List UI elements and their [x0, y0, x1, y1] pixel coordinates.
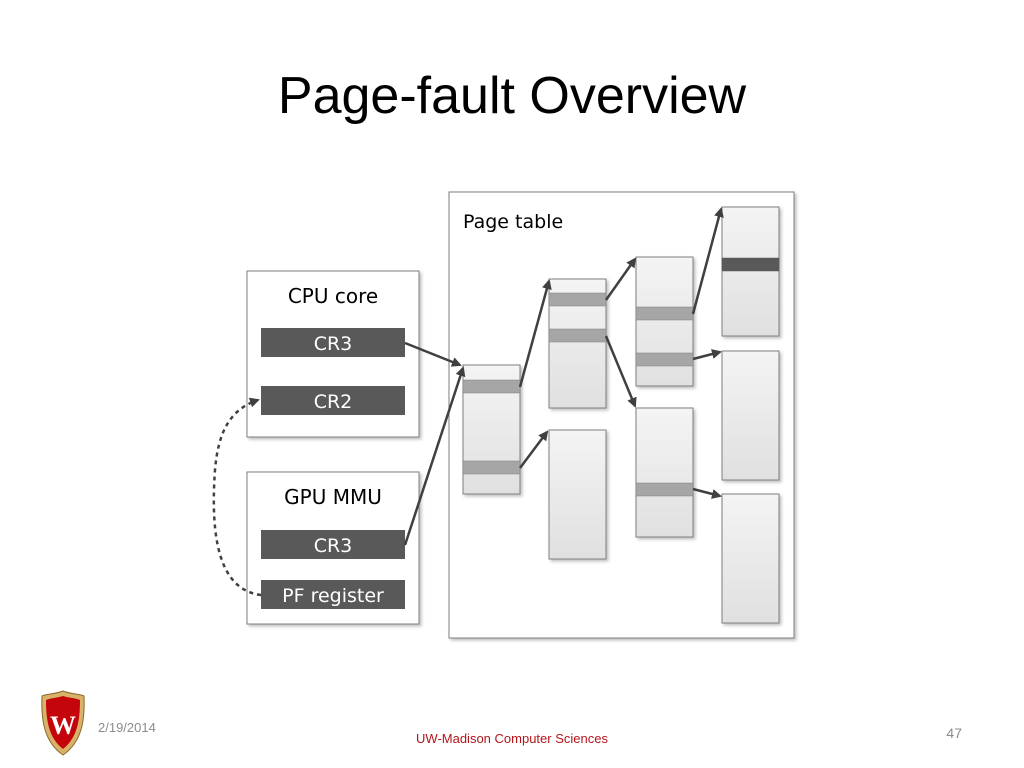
gpu-mmu-box: GPU MMU CR3 PF register	[246, 471, 420, 625]
arrow-l3-to-l4-bottom	[692, 487, 722, 499]
page-table-label: Page table	[463, 211, 563, 233]
page-table-level-2-lower	[548, 429, 607, 560]
cpu-cr2-register: CR2	[261, 386, 405, 415]
arrow-pf-register-to-cr2	[212, 397, 262, 597]
cpu-core-label: CPU core	[288, 284, 378, 308]
cpu-cr3-label: CR3	[314, 333, 353, 355]
uw-crest-logo: W	[41, 690, 85, 756]
page-table-entry	[548, 328, 607, 343]
page-table-level-2-upper	[548, 278, 607, 409]
gpu-pf-register-label: PF register	[282, 585, 384, 607]
arrow-l3-to-l4-middle	[692, 349, 722, 361]
arrow-l2-to-l3-upper	[604, 257, 637, 301]
page-table-entry	[548, 292, 607, 307]
page-table-entry	[635, 482, 694, 497]
gpu-mmu-label: GPU MMU	[284, 485, 382, 509]
slide-title: Page-fault Overview	[277, 67, 747, 125]
arrow-gpu-cr3-to-table	[403, 366, 466, 546]
page-table-entry	[635, 306, 694, 321]
footer-date: 2/19/2014	[98, 720, 156, 735]
gpu-cr3-label: CR3	[314, 535, 353, 557]
cpu-cr3-register: CR3	[261, 328, 405, 357]
page-table-level-4-top	[721, 206, 780, 337]
arrow-cpu-cr3-to-table	[404, 341, 462, 367]
faulting-page-entry	[721, 257, 780, 272]
footer-organization: UW-Madison Computer Sciences	[416, 731, 608, 746]
gpu-cr3-register: CR3	[261, 530, 405, 559]
page-table-level-4-bottom	[721, 493, 780, 624]
page-table-level-3-upper	[635, 256, 694, 387]
page-table-entry	[635, 352, 694, 367]
arrow-l1-to-l2-upper	[518, 279, 552, 388]
arrow-l1-to-l2-lower	[519, 430, 549, 469]
page-table-level-1	[462, 364, 521, 495]
page-table-entry	[462, 460, 521, 475]
cpu-core-box: CPU core CR3 CR2	[246, 270, 420, 438]
svg-text:W: W	[50, 711, 76, 740]
page-table-entry	[462, 379, 521, 394]
arrow-l2-to-l3-lower	[604, 335, 637, 408]
gpu-pf-register: PF register	[261, 580, 405, 609]
page-table-level-4-middle	[721, 350, 780, 481]
page-table-level-3-lower	[635, 407, 694, 538]
slide-number: 47	[946, 725, 962, 741]
cpu-cr2-label: CR2	[314, 391, 353, 413]
arrow-l3-to-l4-top	[691, 207, 724, 315]
